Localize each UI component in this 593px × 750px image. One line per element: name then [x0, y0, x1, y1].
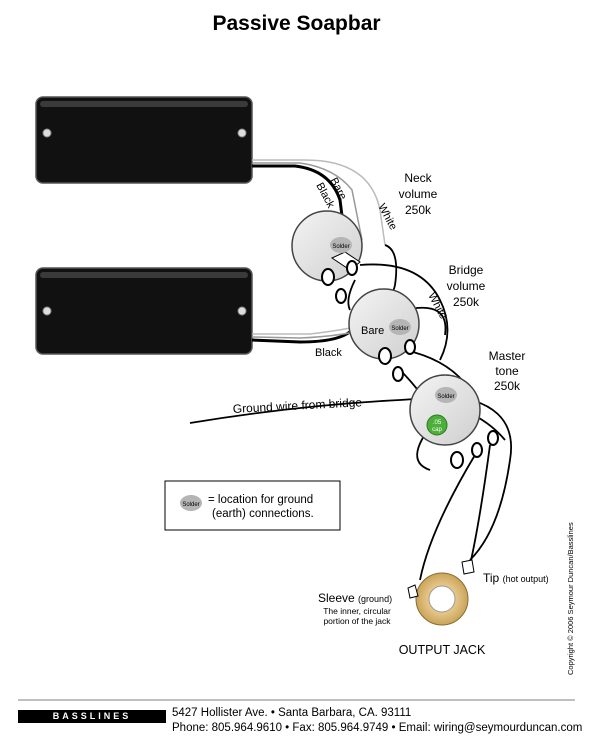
neck-volume-lugs: [321, 260, 358, 304]
copyright: Copyright © 2006 Seymour Duncan/Bassline…: [566, 522, 575, 675]
master-tone-label-line1: Master: [489, 349, 526, 363]
output-jack-label: OUTPUT JACK: [399, 643, 486, 657]
bridge-volume-label: Bridge volume 250k: [447, 263, 486, 309]
bridge-volume-pot: Solder: [348, 288, 420, 382]
legend-text-line2: (earth) connections.: [212, 508, 314, 520]
neck-volume-label-line1: Neck: [404, 171, 432, 185]
cap-label: cap: [432, 427, 442, 433]
sleeve-desc-line2: portion of the jack: [323, 616, 391, 626]
solder-legend: Solder = location for ground (earth) con…: [164, 480, 341, 531]
tip-label: Tip (hot output): [483, 571, 549, 585]
bridge-volume-label-line1: Bridge: [449, 263, 484, 277]
footer-contact: Phone: 805.964.9610 • Fax: 805.964.9749 …: [172, 722, 583, 734]
cap-value: .05: [433, 420, 442, 426]
output-jack: [407, 559, 475, 626]
legend-solder-swatch: [180, 495, 202, 511]
diagram-title: Passive Soapbar: [212, 12, 381, 35]
bridge-volume-label-line3: 250k: [453, 295, 480, 309]
wire-label-black-bridge: Black: [315, 347, 342, 359]
bridge-pickup: [35, 267, 253, 355]
bridge-pickup-screw-right: [237, 306, 247, 316]
master-tone-label: Master tone 250k: [489, 349, 526, 393]
sleeve-desc-line1: The inner, circular: [323, 606, 391, 616]
solder-label: Solder: [391, 326, 408, 332]
solder-point: [389, 319, 411, 335]
neck-volume-label-line2: volume: [399, 187, 438, 201]
master-tone-label-line3: 250k: [494, 379, 521, 393]
neck-pickup-cable: [252, 159, 386, 246]
master-tone-label-line2: tone: [495, 364, 519, 378]
neck-pickup-screw-left: [42, 128, 52, 138]
bridge-volume-lugs: [378, 339, 416, 382]
ground-wire-label: Ground wire from bridge: [232, 395, 362, 416]
basslines-logo: BASSLINES: [18, 710, 166, 723]
wire-label-bare-bridge: Bare: [361, 325, 384, 337]
legend-solder-label: Solder: [182, 502, 199, 508]
solder-label: Solder: [332, 244, 349, 250]
master-tone-lugs: [450, 430, 499, 469]
bridge-pickup-screw-left: [42, 306, 52, 316]
neck-volume-pot: Solder: [291, 210, 363, 304]
tone-capacitor: [426, 414, 448, 436]
master-tone-pot: Solder .05 cap: [409, 374, 499, 469]
neck-pickup: [35, 96, 253, 184]
solder-point: [330, 237, 352, 253]
footer-address: 5427 Hollister Ave. • Santa Barbara, CA.…: [172, 707, 412, 719]
neck-pickup-screw-right: [237, 128, 247, 138]
neck-volume-label-line3: 250k: [405, 203, 432, 217]
sleeve-label: Sleeve (ground): [318, 591, 392, 605]
legend-text-line1: = location for ground: [208, 494, 313, 506]
wire-label-white-neck: White: [375, 202, 399, 232]
wire-label-white-bridge: White: [425, 291, 449, 321]
solder-point: [435, 387, 457, 403]
bridge-volume-label-line2: volume: [447, 279, 486, 293]
neck-volume-label: Neck volume 250k: [399, 171, 438, 217]
solder-label: Solder: [437, 394, 454, 400]
